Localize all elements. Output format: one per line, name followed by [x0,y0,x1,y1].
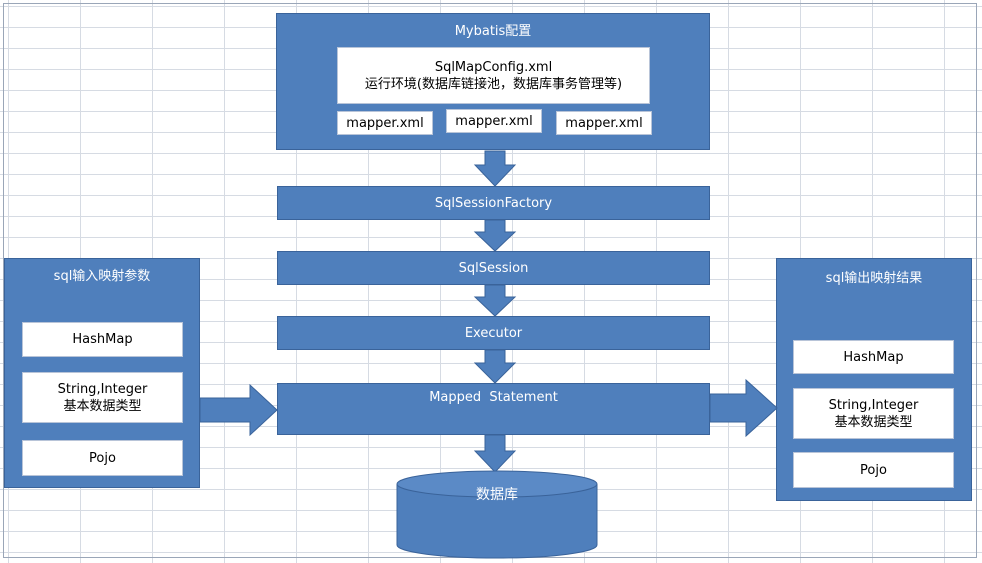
output-pojo-box: Pojo [793,452,954,488]
mapper-box-1: mapper.xml [337,111,433,135]
down-arrow-1 [473,150,517,187]
input-string-integer-box: String,Integer 基本数据类型 [22,372,183,423]
sqlsession-label: SqlSession [458,260,529,276]
input-pojo-box: Pojo [22,440,183,476]
output-pojo-label: Pojo [860,462,887,478]
down-arrow-4 [473,349,517,384]
input-pojo-label: Pojo [89,450,116,466]
mapper-box-2: mapper.xml [446,109,542,133]
sqlmapconfig-box: SqlMapConfig.xml 运行环境(数据库链接池，数据库事务管理等) [337,47,650,104]
input-hashmap-label: HashMap [72,332,133,347]
statement-to-output-arrow [709,378,778,438]
input-basic-types-label: 基本数据类型 [63,398,142,414]
mapped-statement-label: Mapped Statement [429,390,558,405]
executor-label: Executor [464,325,523,341]
down-arrow-2 [473,219,517,252]
mapped-statement-box: Mapped Statement [277,383,710,435]
database-cylinder [396,470,598,559]
output-string-integer-label: String,Integer [828,397,919,413]
database-label: 数据库 [476,487,518,503]
output-string-integer-box: String,Integer 基本数据类型 [793,388,954,439]
executor-box: Executor [277,316,710,350]
down-arrow-3 [473,284,517,317]
output-basic-types-label: 基本数据类型 [834,414,913,430]
input-mapping-title: sql输入映射参数 [53,269,151,284]
sqlsessionfactory-box: SqlSessionFactory [277,186,710,220]
sqlmapconfig-description: 运行环境(数据库链接池，数据库事务管理等) [364,76,623,92]
sqlsession-box: SqlSession [277,251,710,285]
sqlmapconfig-filename: SqlMapConfig.xml [434,59,553,75]
input-string-integer-label: String,Integer [57,381,148,397]
down-arrow-5 [473,434,517,473]
mapper-box-3: mapper.xml [556,111,652,135]
output-hashmap-box: HashMap [793,340,954,374]
output-hashmap-label: HashMap [843,349,904,365]
input-to-statement-arrow [199,383,278,437]
sqlsessionfactory-label: SqlSessionFactory [434,195,553,211]
output-mapping-title: sql输出映射结果 [825,271,923,286]
mybatis-config-title: Mybatis配置 [454,24,532,39]
input-hashmap-box: HashMap [22,322,183,357]
